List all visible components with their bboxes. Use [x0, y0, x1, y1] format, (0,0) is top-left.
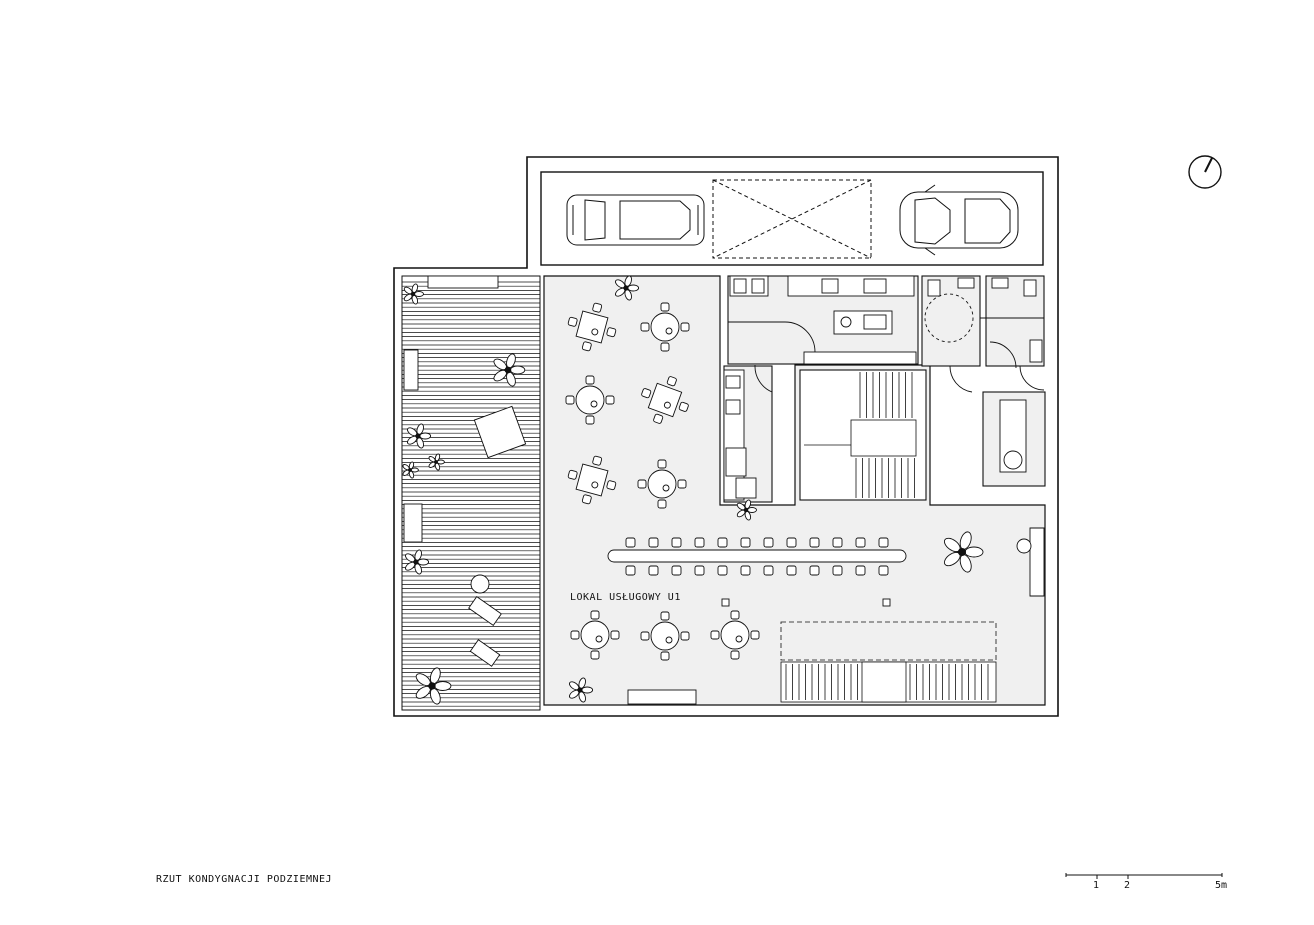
kitchen-rooms	[723, 275, 1046, 503]
scale-label-2: 2	[1124, 880, 1130, 891]
long-table	[607, 537, 907, 576]
table-icon	[570, 610, 620, 660]
chair	[740, 537, 751, 548]
chair	[786, 537, 797, 548]
table-icon	[640, 302, 690, 352]
chair	[809, 537, 820, 548]
chair	[648, 537, 659, 548]
chair	[832, 537, 843, 548]
chair	[878, 565, 889, 576]
table-icon	[565, 375, 615, 425]
chair	[694, 565, 705, 576]
lower-staircase	[780, 621, 997, 703]
plant-icon	[943, 531, 984, 573]
plant-icon	[405, 549, 430, 575]
chair	[694, 537, 705, 548]
chair	[855, 537, 866, 548]
empty-parking-spot	[712, 179, 872, 259]
doors	[728, 317, 1045, 393]
plant-icon	[403, 283, 424, 305]
chair	[648, 565, 659, 576]
chair	[740, 565, 751, 576]
bathroom-fixtures	[924, 277, 1043, 473]
chair	[878, 537, 889, 548]
garage-area	[540, 171, 1044, 266]
plant-icon	[493, 353, 526, 387]
table-icon	[710, 610, 760, 660]
plant-group	[402, 275, 984, 705]
plant-icon	[428, 453, 445, 471]
stair-core	[804, 372, 917, 498]
chair	[763, 565, 774, 576]
chair	[809, 565, 820, 576]
building-outline	[393, 156, 1059, 717]
scale-label-5m: 5m	[1215, 880, 1227, 891]
chair	[717, 565, 728, 576]
plant-icon	[407, 423, 432, 449]
chair	[625, 565, 636, 576]
chair	[671, 537, 682, 548]
table-icon	[567, 302, 617, 352]
chair	[625, 537, 636, 548]
chair	[832, 565, 843, 576]
table-icon	[637, 459, 687, 509]
columns	[721, 598, 891, 607]
chair	[717, 537, 728, 548]
table-icon	[640, 611, 690, 661]
plant-icon	[736, 499, 757, 521]
plant-icon	[569, 677, 594, 703]
plant-icon	[415, 667, 452, 705]
terrace-deck	[401, 275, 541, 711]
scale-label-1: 1	[1093, 880, 1099, 891]
plant-icon	[615, 275, 640, 301]
chair	[786, 565, 797, 576]
drawing-title: RZUT KONDYGNACJI PODZIEMNEJ	[156, 874, 332, 885]
compass-north-icon	[1188, 155, 1222, 189]
car-icon	[899, 184, 1019, 256]
table-group	[565, 302, 760, 661]
chair	[855, 565, 866, 576]
scale-bar	[1065, 873, 1223, 879]
chair	[763, 537, 774, 548]
kitchen-fixtures	[723, 275, 917, 501]
chair	[671, 565, 682, 576]
table-icon	[567, 455, 617, 505]
room-label: LOKAL USŁUGOWY U1	[570, 592, 681, 603]
table-icon	[641, 376, 689, 424]
plant-icon	[402, 461, 419, 479]
car-icon	[566, 194, 705, 246]
terrace-furniture	[403, 275, 697, 705]
right-counter	[1016, 527, 1045, 597]
